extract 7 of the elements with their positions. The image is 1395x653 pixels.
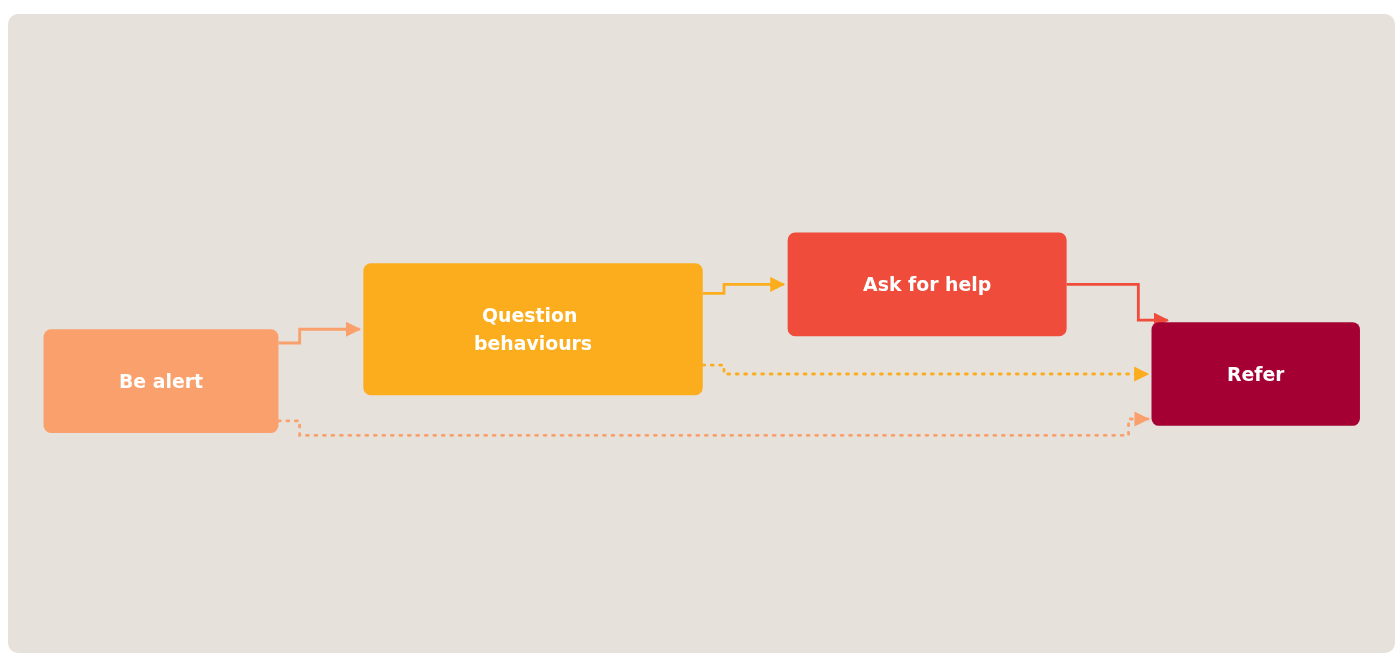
process-box: Be alert [43, 328, 279, 433]
process-box: Ask for help [787, 232, 1067, 336]
arrow [702, 276, 786, 295]
arrow [701, 363, 1149, 382]
arrow [278, 321, 361, 344]
process-box: Question behaviours [363, 262, 703, 395]
process-box: Refer [1151, 321, 1360, 426]
